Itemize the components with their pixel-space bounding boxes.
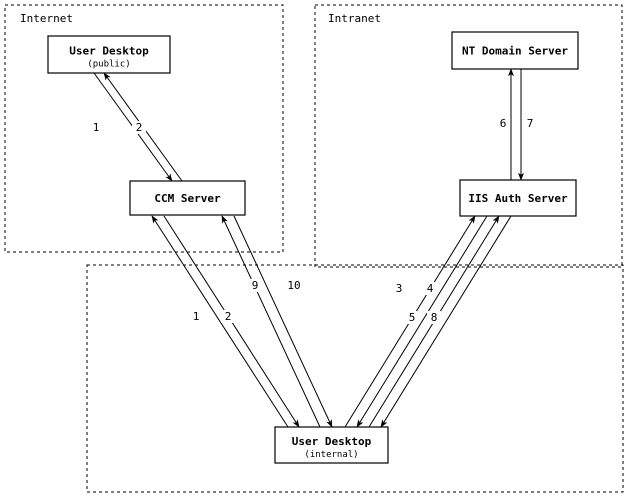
node-subtitle-user-desktop-public: (public)	[87, 60, 130, 70]
edge-label-backing-edge-10	[287, 279, 301, 292]
edge-label-edge-2-internal: 2	[225, 310, 232, 323]
flow-arrow-edge-9	[221, 215, 321, 428]
node-box-nt-domain-server	[451, 31, 579, 70]
edge-label-edge-7: 7	[527, 117, 534, 130]
node-user-desktop-internal[interactable]: User Desktop (internal)	[274, 426, 389, 464]
node-subtitle-user-desktop-internal: (internal)	[304, 450, 358, 460]
zone-boundary-intranet	[314, 4, 623, 268]
flow-arrow-edge-8	[380, 215, 512, 428]
node-ccm-server[interactable]: CCM Server	[129, 180, 246, 216]
edge-label-edge-9: 9	[252, 279, 259, 292]
edge-label-backing-edge-5	[405, 311, 419, 324]
edge-label-backing-edge-1-public	[89, 121, 103, 134]
zones-group: Internet Intranet	[4, 4, 624, 493]
edge-label-edge-3: 3	[396, 282, 403, 295]
edge-label-backing-edge-2-internal	[221, 310, 235, 323]
edge-label-backing-edge-9	[248, 279, 262, 292]
zone-boundary-internet	[4, 4, 284, 253]
zone-label-intranet: Intranet	[328, 12, 381, 25]
flow-arrow-edge-1-internal	[151, 215, 289, 428]
edge-label-edge-1-internal: 1	[193, 310, 200, 323]
flow-arrow-edge-10	[233, 215, 333, 428]
edge-label-edge-2-public: 2	[136, 121, 143, 134]
nodes-group: User Desktop (public) CCM Server NT Domain …	[47, 31, 579, 464]
edge-label-backing-edge-8	[427, 311, 441, 324]
node-nt-domain-server[interactable]: NT Domain Server	[451, 31, 579, 70]
edge-label-edge-10: 10	[287, 279, 300, 292]
edges-group	[93, 68, 524, 428]
edge-label-edge-1-public: 1	[93, 121, 100, 134]
edge-label-backing-edge-6	[496, 117, 510, 130]
edge-label-edge-5: 5	[409, 311, 416, 324]
flow-arrow-edge-4	[356, 215, 488, 428]
node-box-user-desktop-internal	[274, 426, 389, 464]
node-title-iis-auth-server: IIS Auth Server	[468, 192, 568, 205]
node-box-iis-auth-server	[459, 179, 577, 217]
edge-label-backing-edge-4	[423, 282, 437, 295]
node-title-user-desktop-internal: User Desktop	[292, 435, 372, 448]
edge-label-edge-8: 8	[431, 311, 438, 324]
edge-label-backing-edge-7	[523, 117, 537, 130]
zone-label-internet: Internet	[20, 12, 73, 25]
edge-label-edge-6: 6	[500, 117, 507, 130]
edge-label-backing-edge-1-internal	[189, 310, 203, 323]
edge-label-backing-edge-2-public	[132, 121, 146, 134]
node-title-ccm-server: CCM Server	[154, 192, 221, 205]
node-title-nt-domain-server: NT Domain Server	[462, 45, 568, 58]
node-box-ccm-server	[129, 180, 246, 216]
edge-label-edge-4: 4	[427, 282, 434, 295]
node-title-user-desktop-public: User Desktop	[69, 45, 149, 58]
zone-boundary-internal-lan	[86, 264, 624, 493]
node-iis-auth-server[interactable]: IIS Auth Server	[459, 179, 577, 217]
edge-label-backing-edge-3	[392, 282, 406, 295]
edge-labels-group: 1 2 1 2 9 10 3 4 5 8 6 7	[89, 117, 537, 324]
node-box-user-desktop-public	[47, 35, 171, 74]
node-user-desktop-public[interactable]: User Desktop (public)	[47, 35, 171, 74]
